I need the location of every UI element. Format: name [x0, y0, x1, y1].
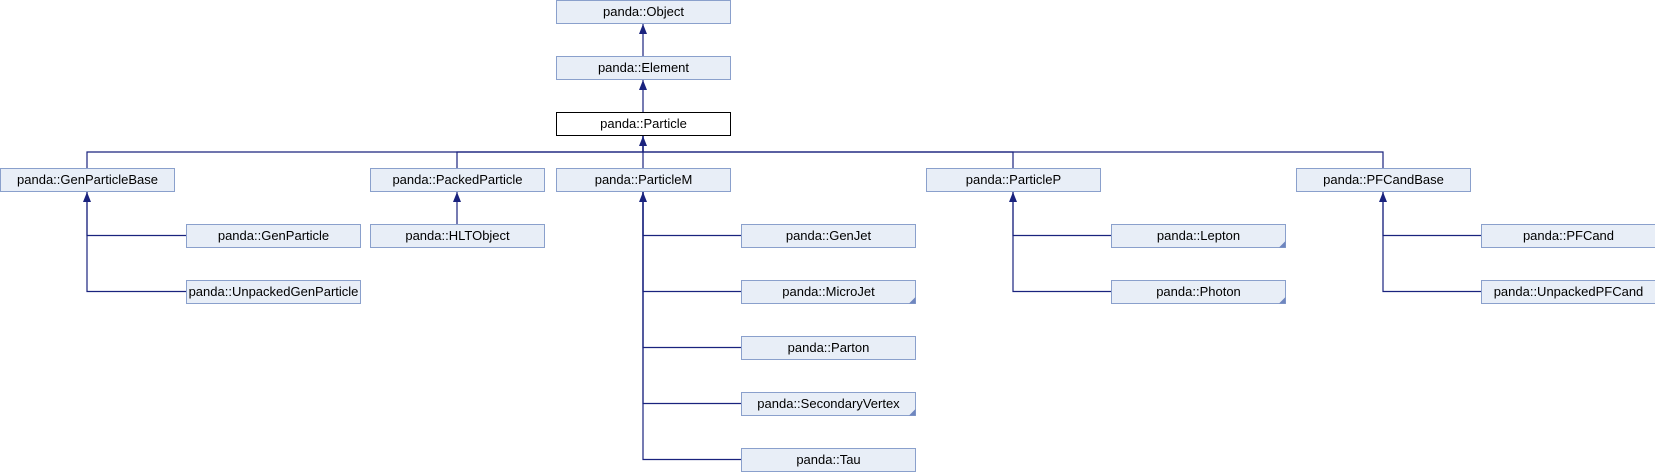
inheritance-arrow: [453, 192, 461, 202]
inheritance-arrow: [639, 136, 647, 146]
class-node-box: [741, 224, 916, 248]
inheritance-edge: [642, 191, 741, 461]
class-node-box: [370, 168, 545, 192]
inheritance-arrow: [83, 192, 91, 202]
class-node-genjet[interactable]: panda::GenJet: [741, 224, 916, 248]
class-node-label: panda::GenJet: [786, 228, 872, 243]
class-node-box: [741, 336, 916, 360]
inheritance-edge: [1012, 191, 1111, 237]
more-subclasses-marker: [1279, 241, 1286, 248]
class-node-box: [1481, 224, 1655, 248]
class-node-label: panda::MicroJet: [782, 284, 875, 299]
class-node-box: [186, 224, 361, 248]
class-node-label: panda::SecondaryVertex: [757, 396, 900, 411]
class-node-label: panda::HLTObject: [405, 228, 510, 243]
class-node-label: panda::Particle: [600, 116, 687, 131]
inheritance-edge: [456, 135, 644, 168]
class-node-hltobject[interactable]: panda::HLTObject: [370, 224, 545, 248]
class-node-unpackedpfcand[interactable]: panda::UnpackedPFCand: [1481, 280, 1655, 304]
inheritance-edge: [642, 191, 741, 349]
inheritance-edge: [642, 191, 741, 237]
class-node-lepton[interactable]: panda::Lepton: [1111, 224, 1286, 248]
class-node-box: [1296, 168, 1471, 192]
class-node-tau[interactable]: panda::Tau: [741, 448, 916, 472]
inheritance-arrow: [639, 24, 647, 34]
inheritance-edge: [86, 191, 186, 293]
class-node-box: [0, 168, 175, 192]
inheritance-arrow: [639, 80, 647, 90]
inheritance-arrow: [1379, 192, 1387, 202]
inheritance-arrow: [1009, 192, 1017, 202]
inheritance-edge: [1382, 191, 1481, 237]
class-node-object[interactable]: panda::Object: [556, 0, 731, 24]
class-node-genparticlebase[interactable]: panda::GenParticleBase: [0, 168, 175, 192]
more-subclasses-marker: [909, 409, 916, 416]
class-node-genparticle[interactable]: panda::GenParticle: [186, 224, 361, 248]
class-node-element[interactable]: panda::Element: [556, 56, 731, 80]
class-node-box: [1111, 280, 1286, 304]
inheritance-edges: [83, 23, 1481, 461]
class-node-box: [1111, 224, 1286, 248]
class-node-box: [741, 392, 916, 416]
class-node-label: panda::GenParticleBase: [17, 172, 158, 187]
class-node-secondaryvertex[interactable]: panda::SecondaryVertex: [741, 392, 916, 416]
class-node-label: panda::ParticleP: [966, 172, 1061, 187]
class-node-label: panda::Photon: [1156, 284, 1241, 299]
class-node-pfcandbase[interactable]: panda::PFCandBase: [1296, 168, 1471, 192]
inheritance-edge: [1012, 191, 1111, 293]
class-node-unpackedgenparticle[interactable]: panda::UnpackedGenParticle: [186, 280, 361, 304]
class-node-label: panda::Lepton: [1157, 228, 1240, 243]
more-subclasses-marker: [1279, 297, 1286, 304]
class-node-label: panda::Object: [603, 4, 684, 19]
class-node-box: [186, 280, 361, 304]
class-node-box: [556, 56, 731, 80]
class-node-particle: panda::Particle: [556, 112, 731, 136]
class-node-box: [556, 0, 731, 24]
class-node-label: panda::Element: [598, 60, 689, 75]
class-node-box: [741, 280, 916, 304]
inheritance-edge: [86, 191, 186, 237]
class-node-label: panda::UnpackedPFCand: [1494, 284, 1644, 299]
class-node-packedparticle[interactable]: panda::PackedParticle: [370, 168, 545, 192]
class-node-parton[interactable]: panda::Parton: [741, 336, 916, 360]
class-node-box: [556, 168, 731, 192]
class-node-pfcand[interactable]: panda::PFCand: [1481, 224, 1655, 248]
inheritance-edge: [1382, 191, 1481, 293]
class-node-label: panda::Parton: [788, 340, 870, 355]
class-node-microjet[interactable]: panda::MicroJet: [741, 280, 916, 304]
inheritance-edge: [642, 191, 741, 293]
class-node-box: [926, 168, 1101, 192]
class-node-label: panda::PFCandBase: [1323, 172, 1444, 187]
class-node-label: panda::GenParticle: [218, 228, 329, 243]
class-node-label: panda::UnpackedGenParticle: [189, 284, 359, 299]
class-node-label: panda::ParticleM: [595, 172, 693, 187]
class-node-label: panda::PackedParticle: [392, 172, 522, 187]
class-node-box: [370, 224, 545, 248]
class-node-box: [1481, 280, 1655, 304]
class-node-box: [556, 112, 731, 136]
class-node-label: panda::PFCand: [1523, 228, 1614, 243]
inheritance-arrow: [639, 192, 647, 202]
inheritance-edge: [642, 191, 741, 405]
class-node-particlep[interactable]: panda::ParticleP: [926, 168, 1101, 192]
more-subclasses-marker: [909, 297, 916, 304]
class-node-label: panda::Tau: [796, 452, 860, 467]
class-node-photon[interactable]: panda::Photon: [1111, 280, 1286, 304]
class-node-particlem[interactable]: panda::ParticleM: [556, 168, 731, 192]
